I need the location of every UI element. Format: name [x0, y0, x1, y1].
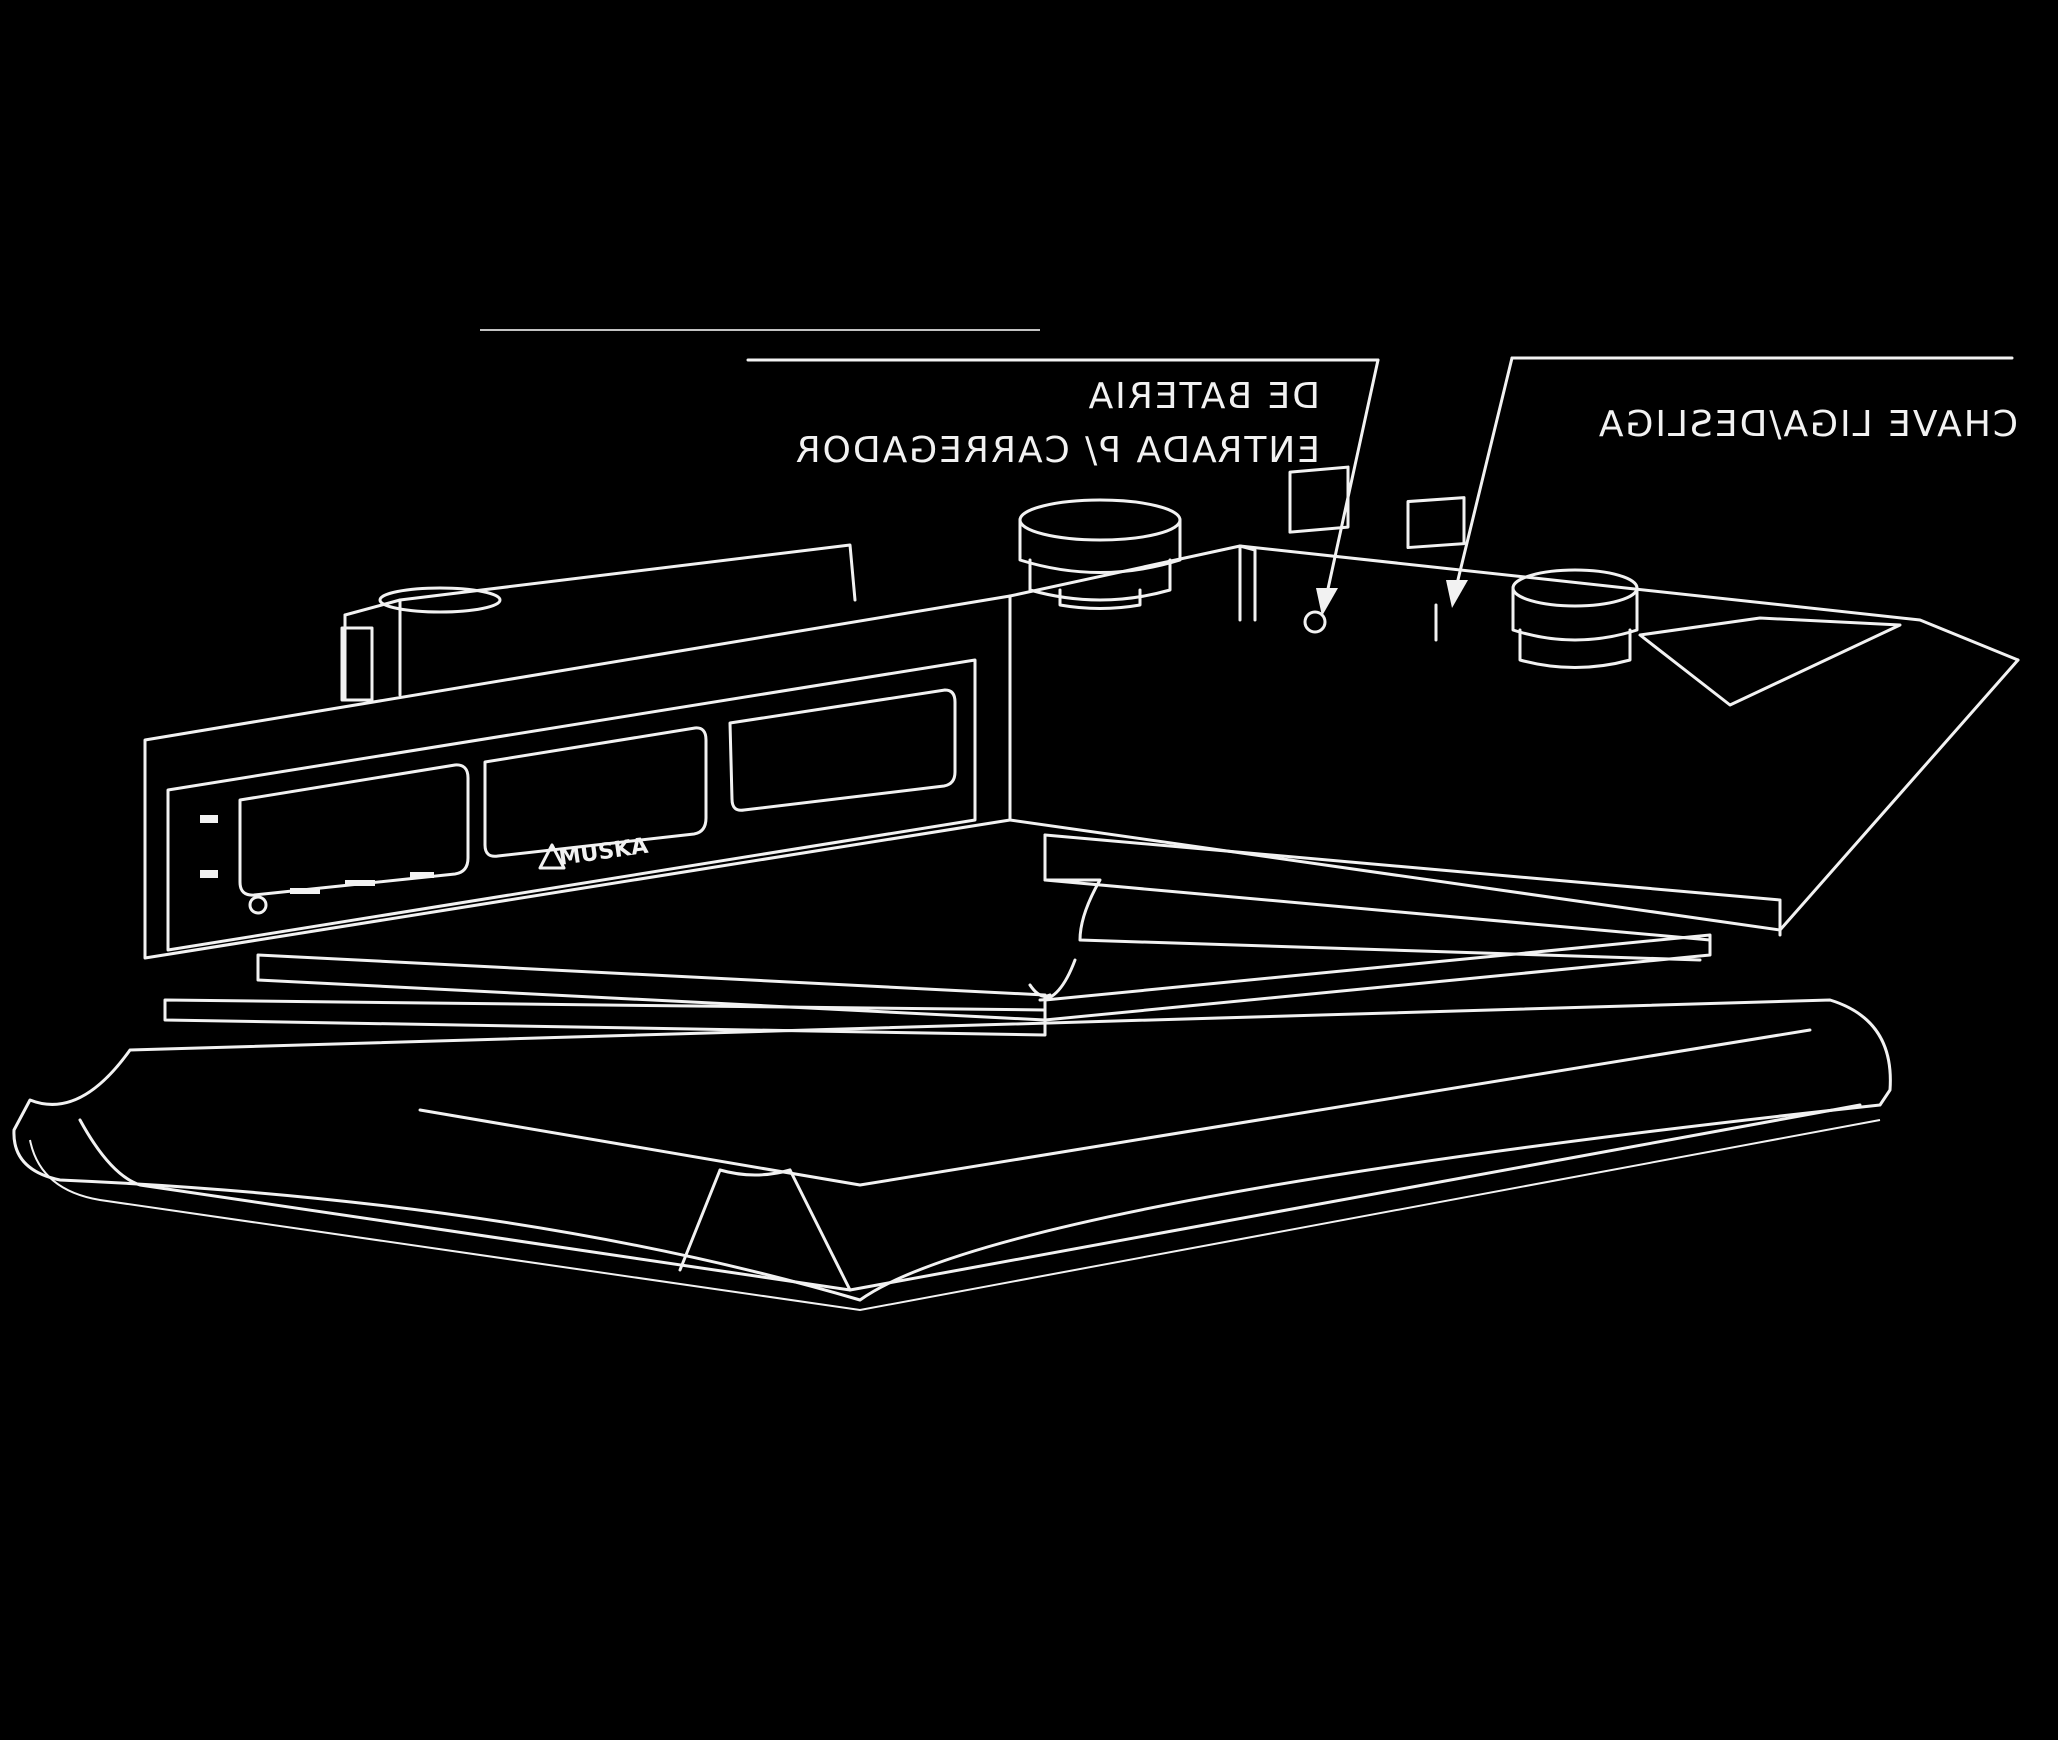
cylinder-rear	[378, 586, 502, 614]
scale-body	[143, 543, 2020, 960]
tare-button-icon	[248, 895, 268, 915]
label-charger-input-line1: ENTRADA P/ CARREGADOR	[794, 430, 1320, 471]
display-window-price	[483, 726, 708, 858]
brand-label: MUSKA	[557, 834, 649, 871]
label-power-switch-text: CHAVE LIGA/DESLIGA	[1597, 404, 2018, 445]
label-power-switch: CHAVE LIGA/DESLIGA	[1597, 404, 2018, 445]
cylinder-left	[1018, 498, 1182, 610]
display-panel: MUSKA	[166, 658, 977, 952]
base-frame	[163, 833, 1782, 1037]
leader-power-switch	[1446, 356, 2014, 608]
cylinder-right	[1511, 568, 1639, 669]
label-charger-input-line2: DE BATERIA	[1087, 376, 1320, 417]
label-charger-input: ENTRADA P/ CARREGADOR DE BATERIA	[794, 376, 1320, 471]
brand-logo-icon	[538, 843, 566, 870]
leader-charger-input	[746, 358, 1380, 616]
power-switch-icon	[1406, 496, 1466, 642]
display-window-weight	[238, 763, 470, 897]
side-bracket	[340, 626, 374, 702]
charger-socket	[1288, 465, 1350, 634]
display-window-total	[728, 688, 957, 812]
weighing-pan	[12, 998, 1892, 1312]
